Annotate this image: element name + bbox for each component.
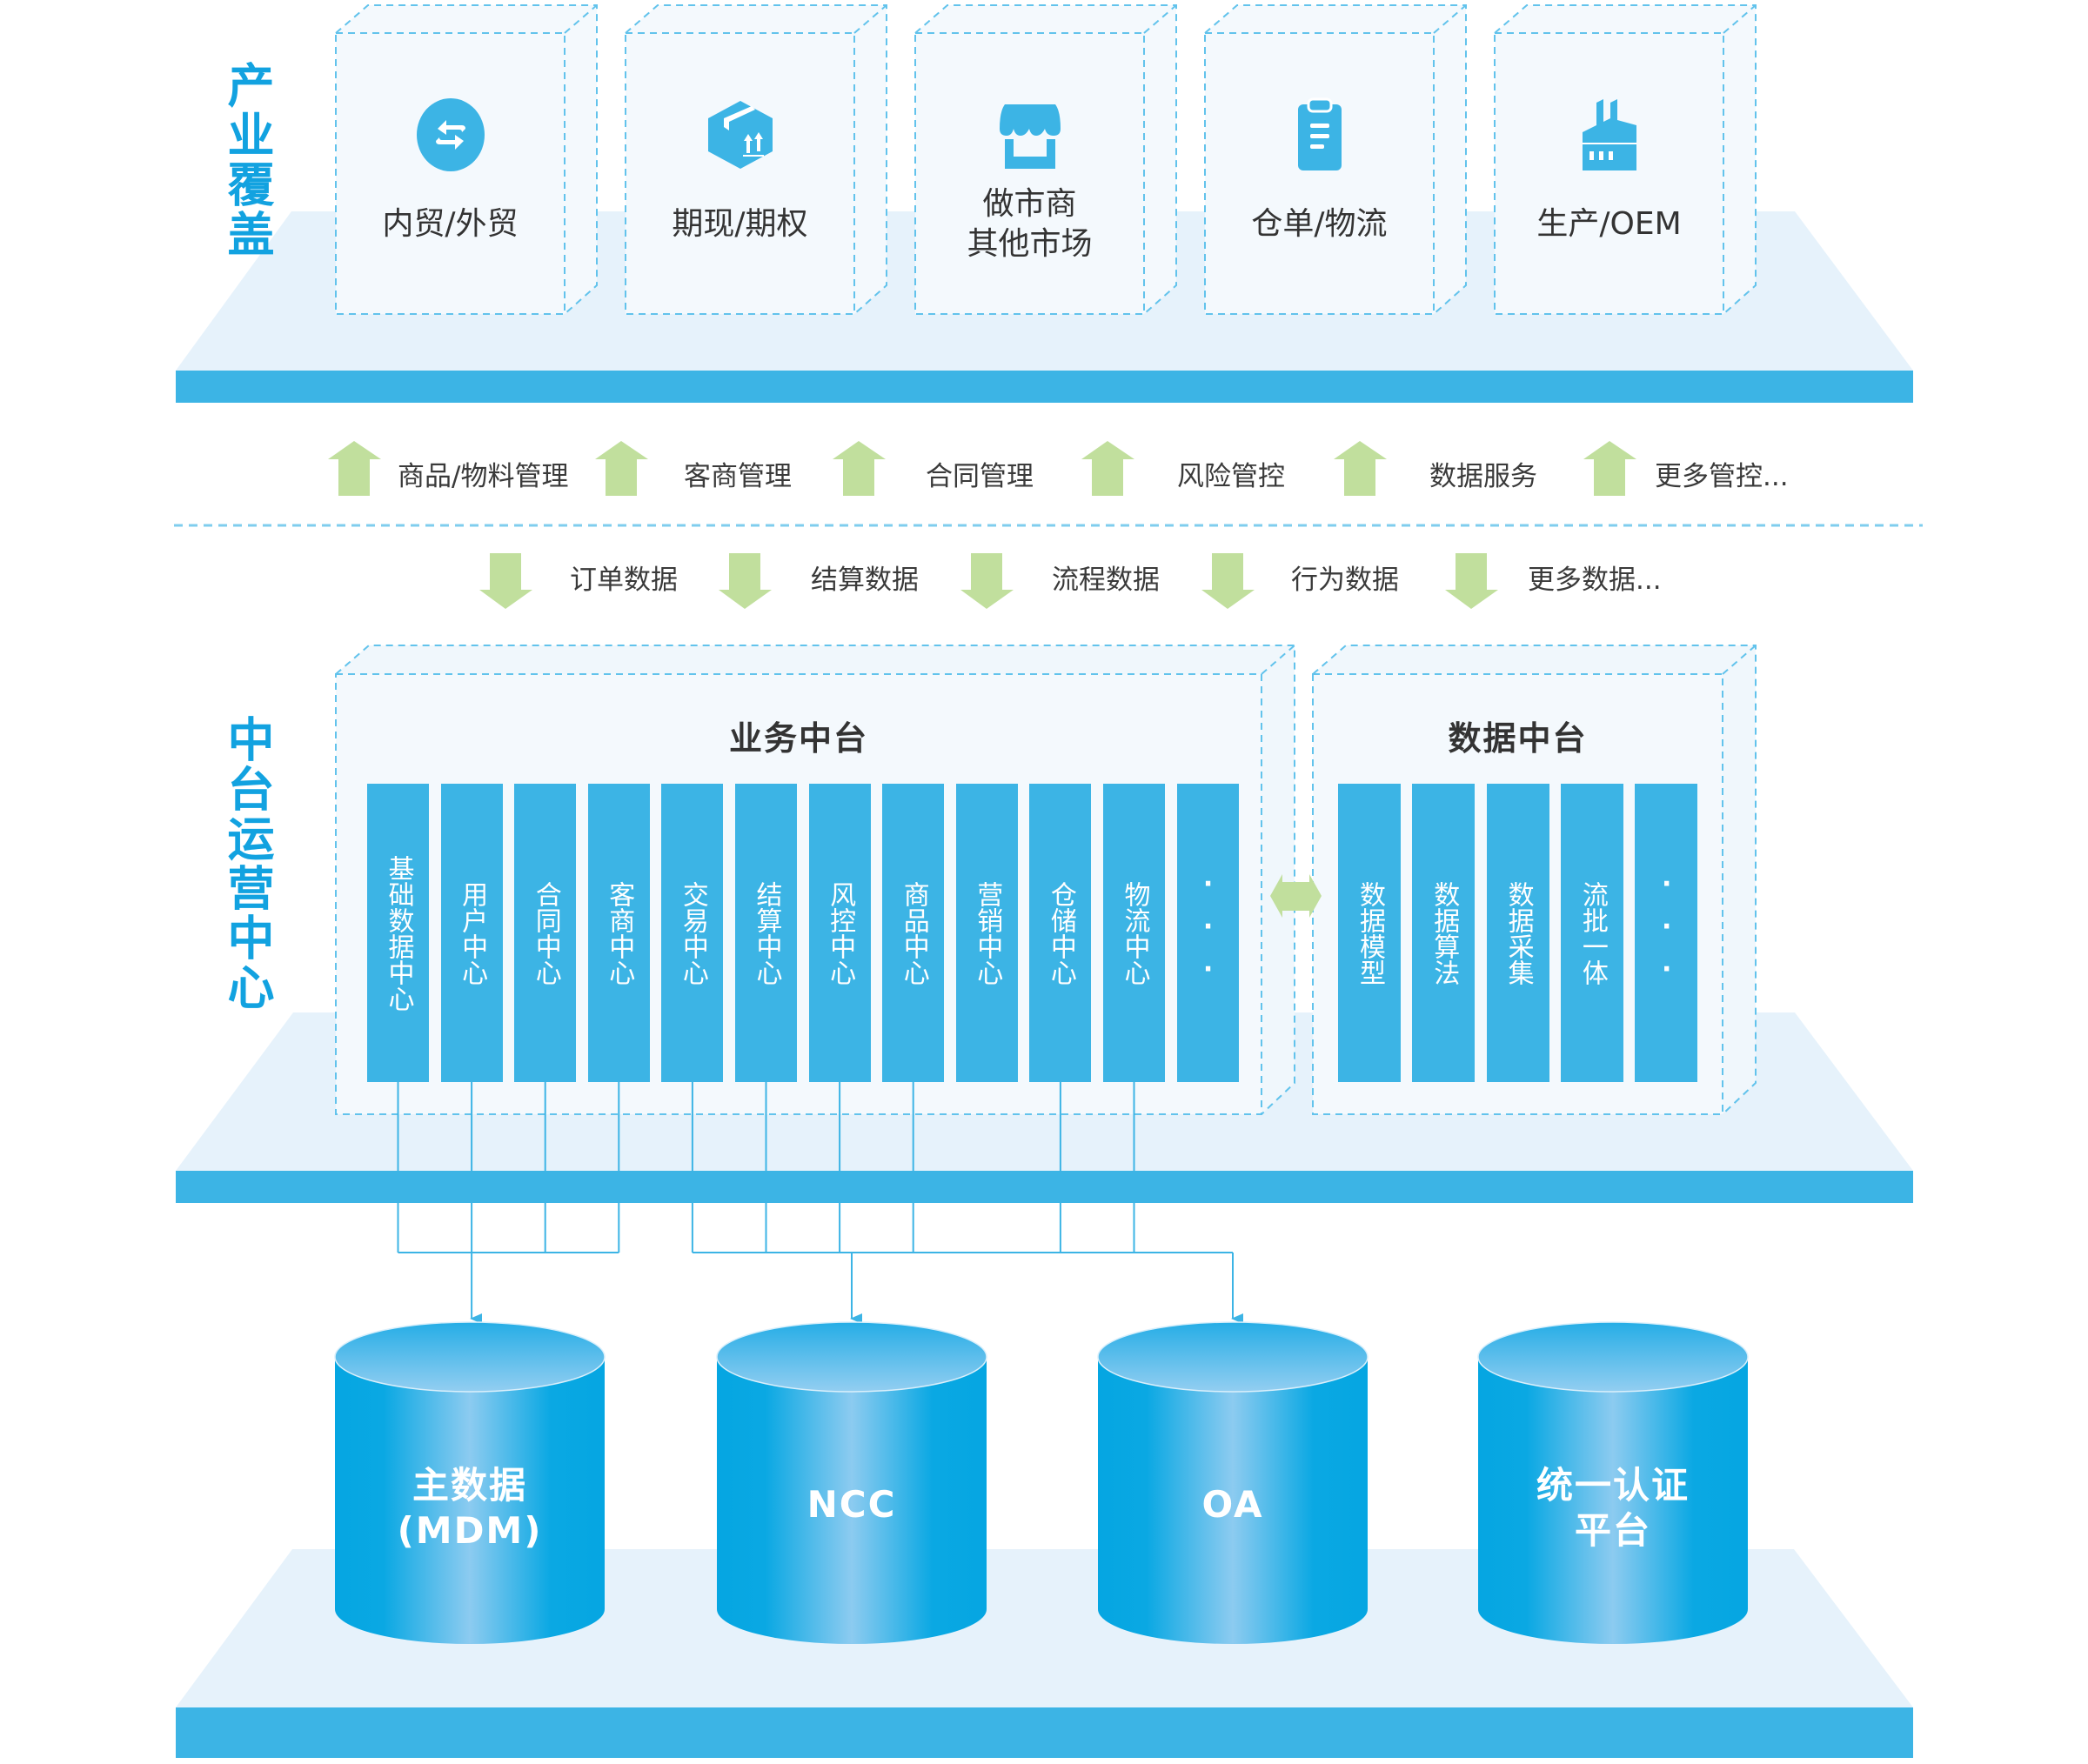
business-center-label: 风控中心 [825, 880, 856, 986]
industry-box-label: 期现/期权 [672, 206, 808, 242]
business-center-column[interactable]: ··· [1176, 784, 1239, 1082]
flow-arrows [328, 441, 1636, 609]
business-platform-title: 业务中台 [728, 719, 868, 758]
industry-box-label: 内贸/外贸 [382, 206, 519, 242]
up-arrow-icon [833, 441, 886, 496]
downward-flow-label: 更多数据... [1528, 565, 1662, 596]
business-center-column[interactable]: 商品中心 [882, 784, 945, 1082]
exchange-icon [412, 96, 490, 174]
system-label: NCC [806, 1483, 897, 1526]
data-capability-column[interactable]: ··· [1635, 784, 1698, 1082]
upward-flow-label: 商品/物料管理 [398, 461, 569, 492]
system-cylinder[interactable] [1097, 1321, 1369, 1644]
data-capability-column[interactable]: 流批一体 [1560, 784, 1623, 1082]
business-center-column[interactable]: 合同中心 [514, 784, 577, 1082]
business-center-label: 用户中心 [457, 880, 488, 986]
connector-lines [397, 1082, 1243, 1324]
business-center-label: 结算中心 [751, 880, 782, 986]
data-capability-column[interactable]: 数据模型 [1338, 784, 1401, 1082]
data-capability-column[interactable]: 数据算法 [1412, 784, 1476, 1082]
up-arrow-icon [1081, 441, 1134, 496]
clipboard-icon [1281, 96, 1359, 174]
bidirectional-arrow-icon [1270, 874, 1322, 918]
package-icon [701, 96, 780, 174]
system-cylinder[interactable] [334, 1321, 606, 1644]
data-capability-label: 数据采集 [1502, 880, 1534, 986]
business-center-column[interactable]: 结算中心 [735, 784, 797, 1082]
up-arrow-icon [1334, 441, 1387, 496]
data-capability-column[interactable]: 数据采集 [1486, 784, 1549, 1082]
business-center-column[interactable]: 仓储中心 [1029, 784, 1092, 1082]
up-arrow-icon [328, 441, 381, 496]
business-center-column[interactable]: 用户中心 [440, 784, 503, 1082]
down-arrow-icon [479, 553, 532, 609]
data-platform-title: 数据中台 [1448, 719, 1588, 758]
business-center-label: 客商中心 [604, 880, 635, 986]
data-capability-label: 数据模型 [1355, 880, 1385, 986]
system-label: 统一认证 平台 [1536, 1464, 1690, 1552]
store-icon [991, 96, 1069, 174]
upward-flow-label: 风险管控 [1177, 461, 1285, 492]
data-capability-label: 数据算法 [1429, 880, 1460, 986]
downward-flow-label: 订单数据 [570, 565, 678, 596]
business-center-label: 商品中心 [898, 880, 929, 986]
business-center-column[interactable]: 风控中心 [808, 784, 871, 1082]
business-center-column[interactable]: 物流中心 [1103, 784, 1165, 1082]
system-cylinder[interactable] [716, 1321, 987, 1644]
middle-office-title: 中台运营中心 [219, 715, 274, 1012]
business-center-column[interactable]: 客商中心 [587, 784, 650, 1082]
business-center-label: 合同中心 [530, 880, 561, 986]
down-arrow-icon [1201, 553, 1255, 609]
upward-flow-label: 合同管理 [926, 461, 1034, 492]
business-center-label: 物流中心 [1119, 880, 1150, 986]
up-arrow-icon [595, 441, 648, 496]
downward-flow-label: 行为数据 [1291, 565, 1399, 596]
business-center-column[interactable]: 基础数据中心 [367, 784, 429, 1082]
factory-icon [1570, 96, 1649, 174]
upward-flow-label: 客商管理 [684, 461, 792, 492]
upward-flow-label: 数据服务 [1429, 461, 1537, 492]
business-center-label: ··· [1193, 869, 1224, 997]
business-center-label: 营销中心 [972, 880, 1003, 986]
system-cylinder[interactable] [1477, 1321, 1749, 1644]
down-arrow-icon [719, 553, 772, 609]
industry-coverage-title: 产业覆盖 [219, 61, 274, 259]
system-label: OA [1201, 1483, 1264, 1526]
up-arrow-icon [1583, 441, 1636, 496]
business-center-column[interactable]: 交易中心 [661, 784, 724, 1082]
industry-box-label: 仓单/物流 [1251, 206, 1388, 242]
down-arrow-icon [960, 553, 1014, 609]
industry-box-label: 生产/OEM [1536, 206, 1682, 242]
system-label: 主数据 (MDM) [397, 1464, 543, 1552]
downward-flow-label: 流程数据 [1052, 565, 1160, 596]
business-center-label: 基础数据中心 [383, 854, 414, 1012]
data-capability-label: ··· [1651, 869, 1683, 997]
business-center-label: 仓储中心 [1045, 880, 1076, 986]
data-capability-label: 流批一体 [1576, 880, 1608, 986]
downward-flow-label: 结算数据 [811, 565, 919, 596]
down-arrow-icon [1445, 553, 1498, 609]
business-center-column[interactable]: 营销中心 [955, 784, 1018, 1082]
system-cylinders [334, 1321, 1749, 1644]
upward-flow-label: 更多管控... [1655, 461, 1789, 492]
industry-box-label: 做市商 其他市场 [967, 186, 1093, 262]
business-center-label: 交易中心 [677, 880, 708, 986]
